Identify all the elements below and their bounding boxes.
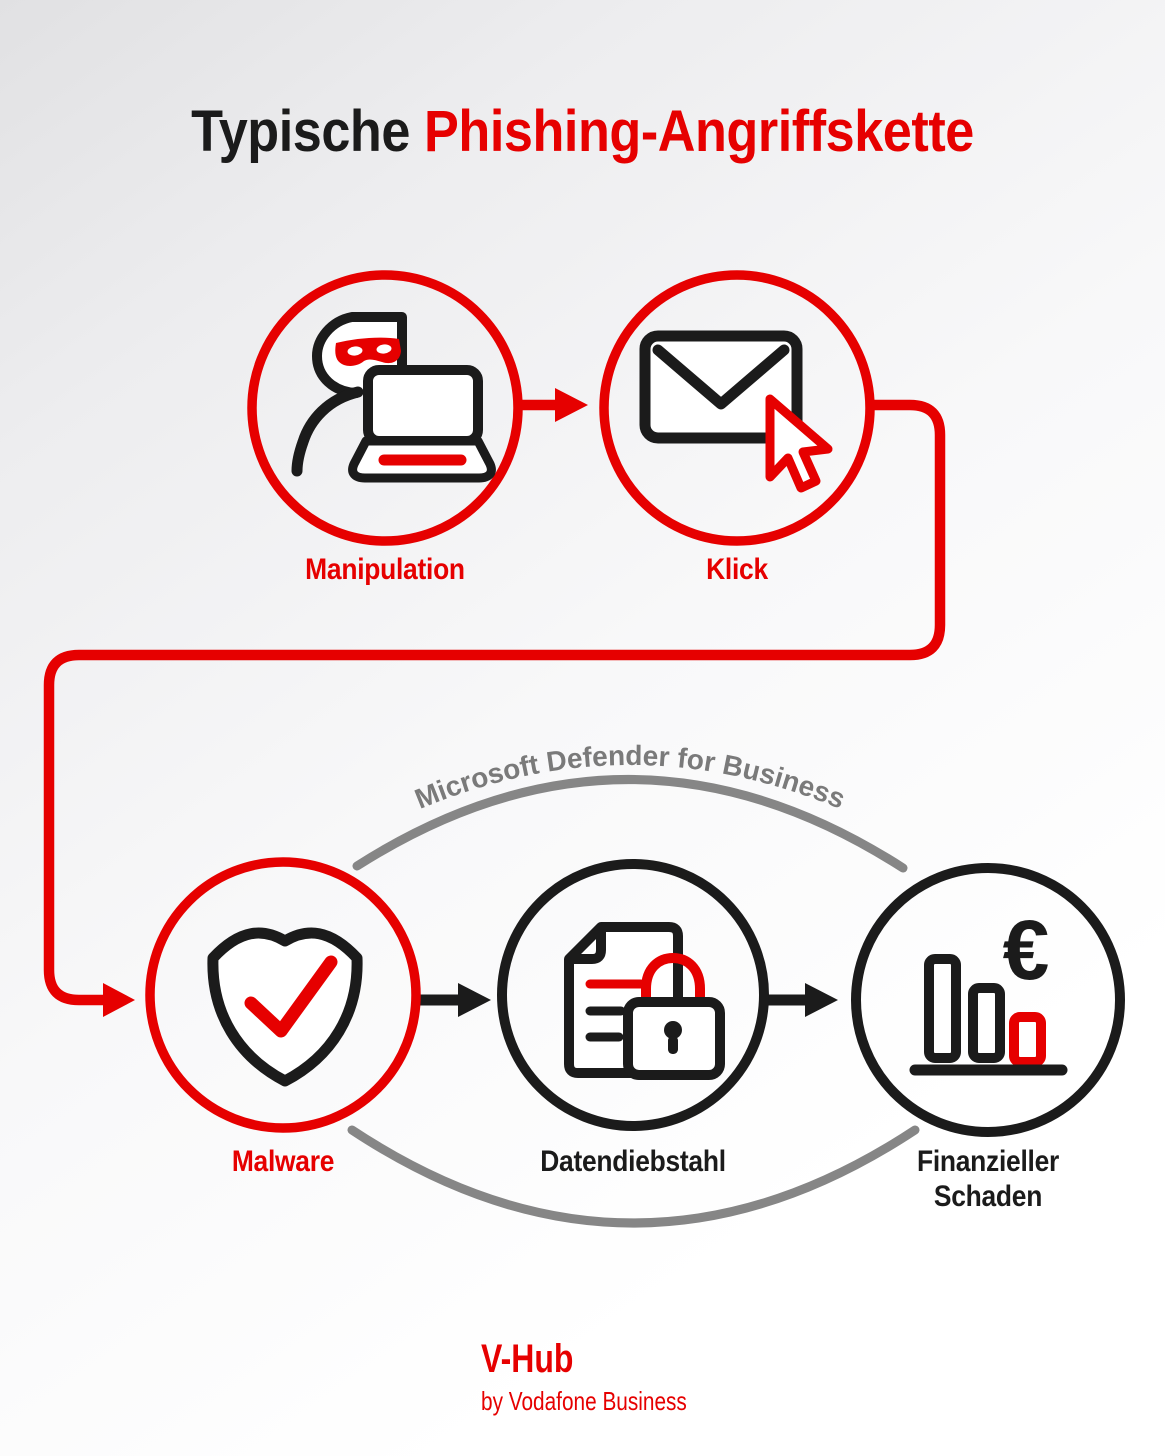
node-datendiebstahl [497, 859, 769, 1131]
node-manipulation [247, 270, 523, 546]
connector-arrowhead-icon [103, 983, 135, 1017]
malware-circle [145, 857, 421, 1133]
padlock-keyhole-stem [668, 1036, 678, 1054]
label-manipulation: Manipulation [305, 553, 465, 586]
bar-small-red [1009, 1012, 1046, 1067]
masked-hacker-laptop-icon [291, 312, 496, 483]
cursor-pointer-icon [765, 394, 833, 493]
connector-path [43, 399, 946, 1006]
manipulation-circle [247, 270, 523, 546]
arrow-head-icon [458, 983, 491, 1017]
email-cursor-click-icon [639, 330, 833, 493]
laptop-screen [363, 365, 483, 446]
title-black-part: Typische [191, 99, 410, 164]
defender-arc-top [352, 775, 908, 873]
envelope-flap [652, 344, 790, 410]
arrow-manipulation-to-klick [518, 388, 588, 422]
node-malware [145, 857, 421, 1133]
shield-outline [207, 927, 363, 1087]
hacker-arm [291, 386, 364, 477]
checkmark [244, 955, 338, 1038]
arrow-malware-to-datendiebstahl [417, 983, 491, 1017]
declining-bars-euro-icon: € [909, 903, 1068, 1076]
page-title: Typische Phishing-Angriffskette [58, 98, 1107, 165]
padlock-keyhole [664, 1021, 682, 1039]
shield-checkmark-icon [207, 927, 363, 1087]
title-red-part: Phishing-Angriffskette [424, 99, 974, 164]
label-finanzieller-schaden: Finanzieller Schaden [916, 1145, 1060, 1214]
datendiebstahl-circle [497, 859, 769, 1131]
mask-eye-right [376, 344, 392, 354]
document-fold [569, 927, 606, 964]
label-klick: Klick [706, 553, 768, 586]
finanzieller-schaden-circle [851, 863, 1125, 1137]
label-datendiebstahl: Datendiebstahl [540, 1145, 726, 1178]
node-klick [599, 270, 875, 546]
label-malware: Malware [231, 1145, 335, 1178]
node-finanzieller-schaden: € [851, 863, 1125, 1137]
arrow-head-icon [805, 983, 838, 1017]
padlock-shackle [641, 952, 705, 1004]
arrow-head-icon [555, 388, 588, 422]
euro-symbol-icon: € [1003, 903, 1050, 997]
document-padlock-icon [564, 922, 725, 1080]
connector-klick-to-malware [43, 399, 946, 1017]
vhub-logo: V-Hub [481, 1337, 574, 1381]
bar-tall [924, 954, 961, 1063]
bar-medium [968, 983, 1005, 1063]
footer-brand-block: V-Hub by Vodafone Business [481, 1338, 687, 1416]
vodafone-business-byline: by Vodafone Business [481, 1386, 687, 1416]
klick-circle [599, 270, 875, 546]
mask-eye-left [347, 346, 363, 356]
arrow-datendiebstahl-to-schaden [764, 983, 838, 1017]
defender-arc-bottom [347, 1125, 920, 1228]
envelope-icon [639, 330, 803, 444]
